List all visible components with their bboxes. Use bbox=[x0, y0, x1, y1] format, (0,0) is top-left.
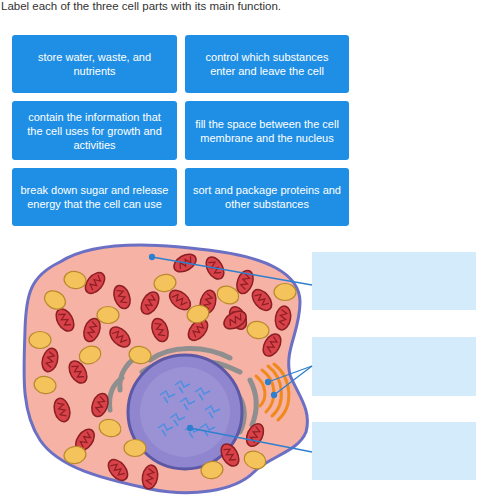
mitochondrion bbox=[243, 421, 267, 449]
vacuole bbox=[124, 440, 146, 457]
vacuole bbox=[128, 345, 153, 366]
mitochondrion-cristae bbox=[116, 288, 127, 304]
mitochondrion-cristae bbox=[191, 322, 205, 337]
chromatin-strand bbox=[185, 426, 200, 438]
mitochondrion-cristae bbox=[172, 293, 187, 307]
vacuole bbox=[242, 448, 268, 471]
chromatin-strand bbox=[175, 381, 190, 393]
vacuole bbox=[97, 307, 119, 324]
mitochondrion-cristae bbox=[79, 432, 93, 448]
answer-tile: control which substances enter and leave… bbox=[185, 35, 349, 93]
mitochondrion bbox=[274, 305, 293, 331]
mitochondrion-outline bbox=[111, 283, 133, 311]
mitochondrion-cristae bbox=[111, 462, 125, 477]
vacuole bbox=[153, 273, 178, 294]
vacuole bbox=[29, 332, 51, 349]
chromatin-strand bbox=[195, 388, 210, 400]
mitochondrion-cristae bbox=[45, 351, 55, 367]
mitochondrion bbox=[249, 286, 276, 314]
mitochondrion bbox=[106, 323, 134, 351]
vacuole bbox=[200, 460, 225, 481]
function-text: control which substances enter and leave… bbox=[193, 50, 341, 78]
mitochondrion-cristae bbox=[240, 273, 251, 289]
leader-lines bbox=[150, 255, 313, 453]
answer-tile: contain the information that the cell us… bbox=[12, 101, 177, 160]
mitochondrion-cristae bbox=[57, 401, 67, 417]
chromatin-strand bbox=[158, 424, 173, 436]
nucleoplasm bbox=[140, 367, 230, 457]
mitochondrion bbox=[52, 396, 73, 423]
mitochondrion-cristae bbox=[223, 447, 236, 463]
mitochondrion bbox=[40, 346, 61, 373]
answer-tile: store water, waste, and nutrients bbox=[12, 35, 177, 93]
mitochondrion-outline bbox=[53, 306, 78, 334]
vacuole bbox=[274, 284, 296, 301]
mitochondrion-outline bbox=[249, 286, 276, 314]
mitochondrion-cristae bbox=[279, 310, 288, 326]
function-text: fill the space between the cell membrane… bbox=[193, 117, 341, 145]
instruction-text: Label each of the three cell parts with … bbox=[1, 0, 281, 12]
vacuole bbox=[63, 445, 88, 466]
vacuole bbox=[63, 270, 88, 291]
mitochondrion bbox=[53, 306, 78, 334]
vacuole bbox=[215, 283, 241, 306]
vacuole bbox=[41, 287, 69, 313]
mitochondrion-outline bbox=[243, 421, 267, 449]
mitochondrion-outline bbox=[105, 456, 132, 484]
cell-membrane bbox=[24, 245, 307, 493]
mitochondrion-cristae bbox=[266, 337, 279, 353]
mitochondrion-outline bbox=[138, 289, 163, 317]
chromatin-strand bbox=[170, 414, 185, 426]
function-text: sort and package proteins and other subs… bbox=[193, 183, 341, 211]
mitochondrion-outline bbox=[274, 305, 293, 331]
mitochondrion-cristae bbox=[154, 321, 165, 337]
chromatin-strand bbox=[205, 406, 220, 418]
mitochondrion-cristae bbox=[227, 313, 243, 326]
golgi-body bbox=[256, 364, 289, 420]
mitochondrion-cristae bbox=[71, 364, 84, 380]
chromatin bbox=[158, 381, 220, 438]
mitochondrion-outline bbox=[89, 391, 111, 419]
mitochondrion bbox=[111, 283, 133, 311]
mitochondrion-outline bbox=[106, 323, 134, 351]
answer-tile: break down sugar and release energy that… bbox=[12, 168, 177, 226]
mitochondrion-outline bbox=[141, 464, 160, 490]
mitochondrion-cristae bbox=[58, 312, 71, 328]
mitochondrion-cristae bbox=[146, 469, 155, 485]
answer-tile: fill the space between the cell membrane… bbox=[185, 101, 349, 160]
mitochondrion bbox=[89, 391, 111, 419]
function-text: break down sugar and release energy that… bbox=[20, 183, 169, 211]
vacuole bbox=[97, 417, 123, 439]
chromatin-strand bbox=[160, 391, 175, 403]
mitochondria bbox=[40, 251, 293, 491]
mitochondrion bbox=[221, 308, 249, 333]
vacuole bbox=[246, 320, 271, 341]
mitochondrion-cristae bbox=[255, 292, 269, 307]
mitochondrion-outline bbox=[221, 308, 249, 333]
mitochondrion-cristae bbox=[112, 329, 127, 344]
chromatin-strand bbox=[180, 398, 195, 410]
function-text: store water, waste, and nutrients bbox=[20, 50, 169, 78]
answer-box bbox=[312, 422, 476, 480]
mitochondrion bbox=[138, 289, 163, 317]
answer-tile: sort and package proteins and other subs… bbox=[185, 168, 349, 226]
mitochondrion bbox=[149, 316, 171, 344]
answer-box bbox=[312, 337, 476, 396]
mitochondrion-outline bbox=[52, 396, 73, 423]
vacuoles bbox=[29, 270, 296, 481]
vacuole bbox=[33, 375, 58, 396]
mitochondrion bbox=[105, 456, 132, 484]
mitochondrion-cristae bbox=[87, 321, 98, 337]
answer-box bbox=[312, 252, 476, 310]
mitochondrion-cristae bbox=[95, 396, 106, 412]
mitochondrion-cristae bbox=[144, 295, 157, 311]
mitochondrion-cristae bbox=[88, 275, 102, 290]
mitochondrion-outline bbox=[40, 346, 61, 373]
mitochondrion bbox=[141, 464, 160, 490]
mitochondrion-outline bbox=[149, 316, 171, 344]
vacuole bbox=[185, 303, 211, 325]
vacuole bbox=[77, 343, 103, 366]
function-text: contain the information that the cell us… bbox=[20, 110, 169, 152]
